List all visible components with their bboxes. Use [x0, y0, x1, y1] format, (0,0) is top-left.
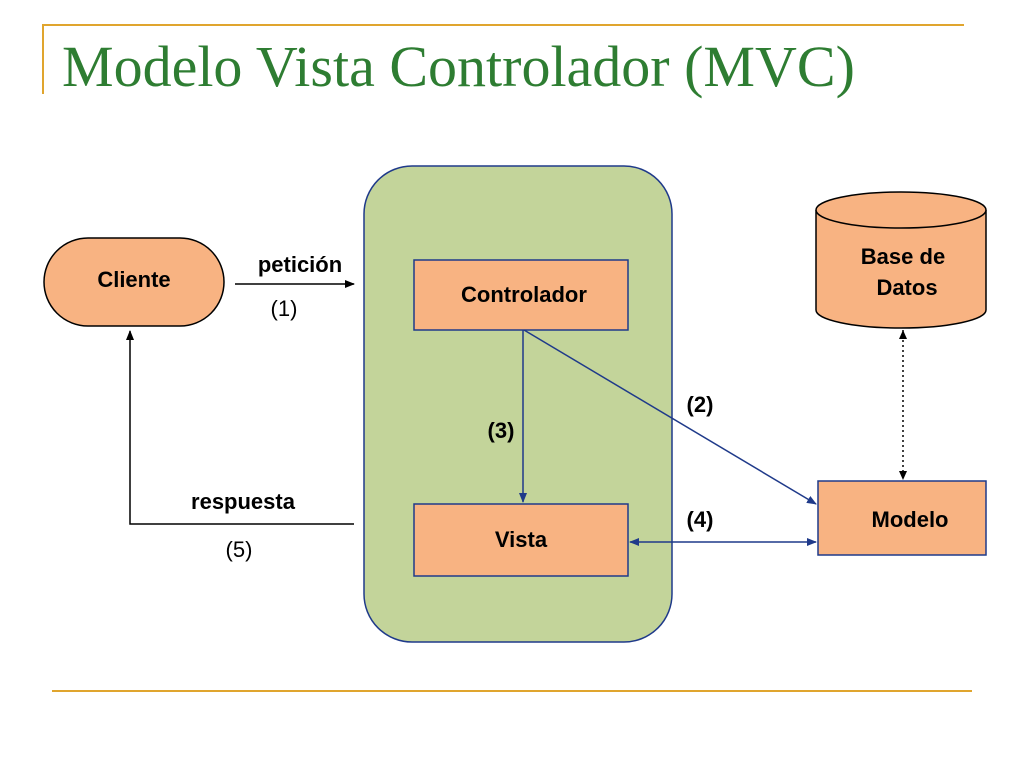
title-rule-left — [42, 24, 44, 94]
database-link-head-bottom — [899, 471, 907, 480]
respuesta-step: (5) — [226, 537, 253, 562]
cliente-label: Cliente — [97, 267, 170, 292]
respuesta-arrow — [126, 330, 354, 525]
vista-modelo-step: (4) — [687, 507, 714, 532]
vista-node: Vista — [413, 503, 629, 577]
controlador-label: Controlador — [461, 282, 587, 307]
title-rule-top — [42, 24, 964, 26]
database-node: Base de Datos — [815, 191, 987, 329]
database-label-line1: Base de — [861, 244, 945, 269]
modelo-label: Modelo — [872, 507, 949, 532]
slide-title: Modelo Vista Controlador (MVC) — [62, 34, 855, 99]
respuesta-label: respuesta — [191, 489, 296, 514]
peticion-label: petición — [258, 252, 342, 277]
cliente-node: Cliente — [43, 237, 225, 327]
vista-label: Vista — [495, 527, 548, 552]
database-label-line2: Datos — [876, 275, 937, 300]
database-link-head-top — [899, 330, 907, 339]
peticion-step: (1) — [271, 296, 298, 321]
controlador-node: Controlador — [413, 259, 629, 331]
controlador-modelo-step: (2) — [687, 392, 714, 417]
controlador-vista-step: (3) — [488, 418, 515, 443]
modelo-node: Modelo — [817, 480, 987, 556]
bottom-rule — [52, 690, 972, 692]
controlador-modelo-arrow — [523, 329, 817, 505]
